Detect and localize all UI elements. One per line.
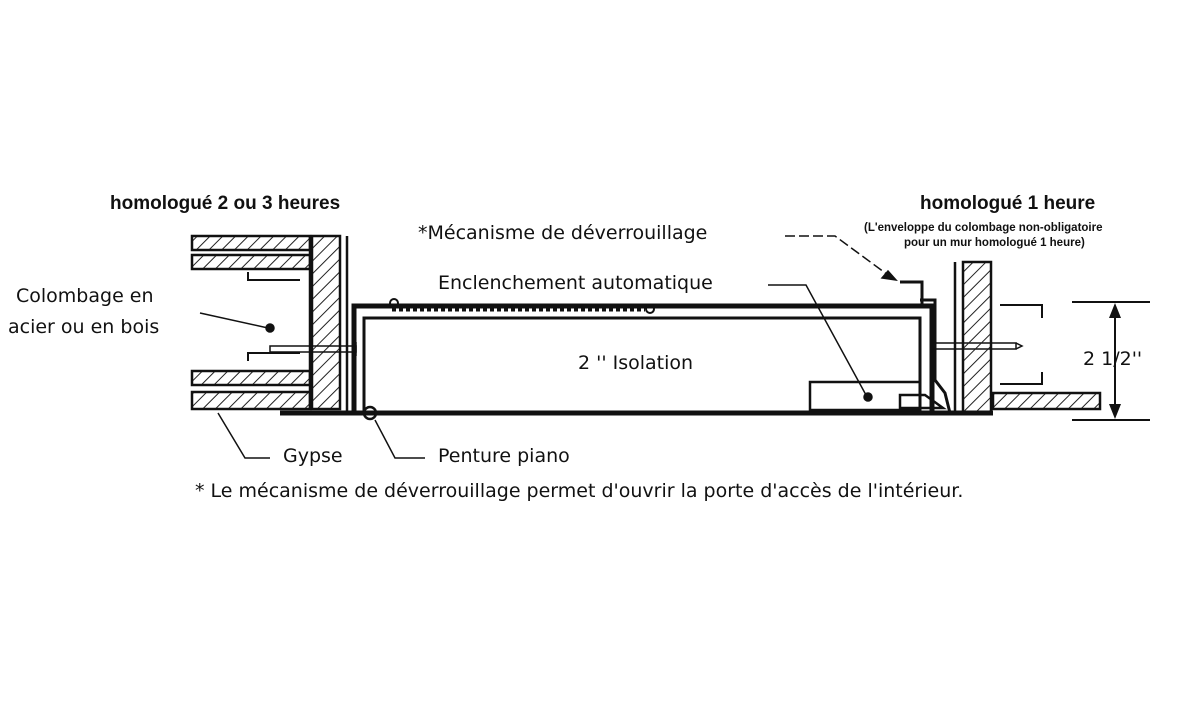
leader-mechanism (785, 235, 889, 276)
left-gypsum-upper-2 (190, 253, 312, 271)
left-gypsum-vertical (310, 234, 342, 411)
leader-auto-latch-dot (863, 392, 873, 402)
right-gypsum-vertical (961, 260, 993, 414)
leader-gypsum (217, 412, 270, 459)
left-wall (190, 234, 349, 413)
leader-mechanism-arrow (880, 269, 898, 282)
right-screw-tip (1015, 342, 1024, 350)
access-door (280, 280, 952, 421)
latch-pin-right (645, 304, 655, 314)
piano-hinge-circle (362, 405, 378, 421)
right-gypsum-horizontal (991, 391, 1102, 411)
label-piano-hinge: Penture piano (438, 445, 570, 467)
label-gypsum: Gypse (283, 445, 343, 467)
right-stud-channel-bottom (1000, 372, 1043, 385)
title-left: homologué 2 ou 3 heures (110, 193, 341, 214)
dimension-marker (1072, 301, 1150, 421)
leader-lines (199, 235, 898, 459)
label-stud-line2: acier ou en bois (8, 316, 160, 338)
right-wall (932, 260, 1102, 416)
left-gypsum-lower-1 (190, 369, 312, 387)
leader-hinge (374, 419, 425, 459)
left-gypsum-lower-2 (190, 390, 312, 411)
dim-arrow-up (1109, 303, 1121, 318)
left-gypsum-upper-1 (190, 234, 312, 252)
label-auto-latch: Enclenchement automatique (438, 272, 713, 294)
leader-auto-latch (768, 284, 867, 396)
note-right-line1: (L'enveloppe du colombage non-obligatoir… (864, 222, 1103, 234)
footnote: * Le mécanisme de déverrouillage permet … (195, 480, 964, 502)
label-dimension: 2 1/2'' (1083, 348, 1143, 370)
door-panel-inner (362, 316, 922, 415)
leader-stud (199, 312, 269, 329)
label-insulation: 2 '' Isolation (578, 352, 694, 374)
latch-pin-left (389, 298, 399, 308)
note-right-line2: pour un mur homologué 1 heure) (904, 237, 1085, 249)
mechanism-bracket (900, 280, 924, 306)
release-handle (898, 393, 947, 410)
label-release-mechanism: *Mécanisme de déverrouillage (418, 222, 708, 244)
leader-stud-dot (265, 323, 275, 333)
left-stud-channel-top (247, 272, 300, 281)
left-stud-channel-bottom (247, 352, 300, 361)
title-right: homologué 1 heure (920, 193, 1096, 214)
label-stud-line1: Colombage en (16, 285, 154, 307)
dim-arrow-down (1109, 404, 1121, 419)
right-stud-channel-top (1000, 304, 1043, 318)
